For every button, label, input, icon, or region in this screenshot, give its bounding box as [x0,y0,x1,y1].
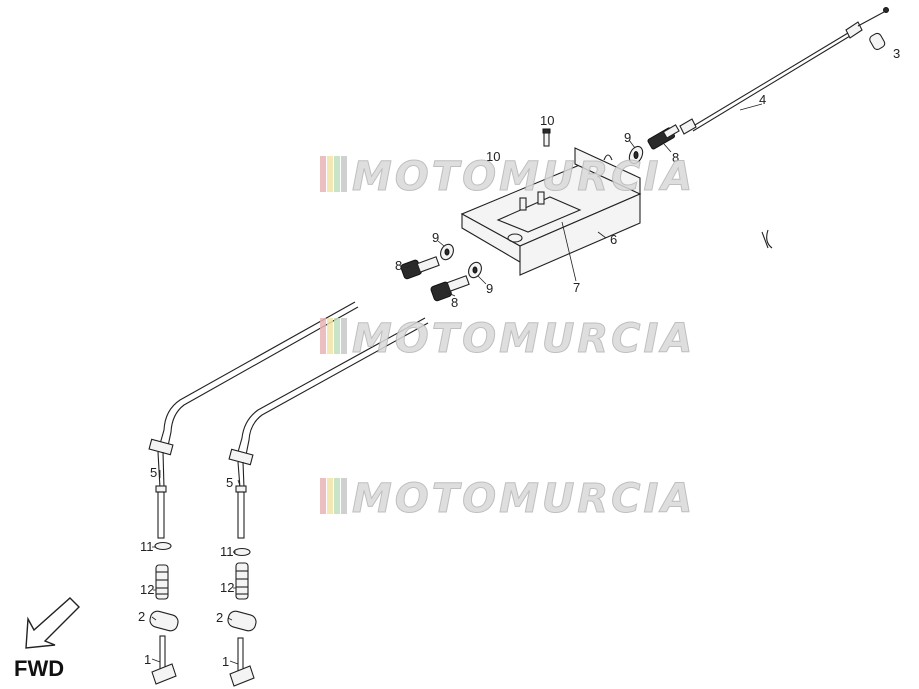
callout-9a: 9 [624,130,631,145]
callout-8b: 8 [395,258,402,273]
callout-labels: 3 4 10 9 8 10 6 7 9 8 9 8 5 5 11 11 12 1… [138,46,900,669]
cable-plate[interactable] [496,191,582,233]
callout-5a: 5 [150,465,157,480]
wing-screw-1-left[interactable] [151,635,177,685]
spring-12-left[interactable] [155,564,169,600]
callout-4: 4 [759,92,766,107]
cable-adjuster-left-lower[interactable] [430,275,470,302]
wing-screw-1-right[interactable] [229,637,255,687]
barrel-2-right[interactable] [226,610,257,633]
callout-2b: 2 [216,610,223,625]
throttle-cable-left[interactable] [148,301,359,539]
callout-1b: 1 [222,654,229,669]
callout-11a: 11 [140,539,154,554]
callout-1a: 1 [144,652,151,667]
watermark-2: MOTOMURCIA [320,316,695,363]
callout-5b: 5 [226,475,233,490]
callout-7: 7 [573,280,580,295]
callout-6: 6 [610,232,617,247]
cable-adjuster-left-upper[interactable] [400,256,440,280]
washer-upper[interactable] [627,144,645,165]
fwd-arrow-icon [25,597,80,649]
callout-2a: 2 [138,609,145,624]
callout-9c: 9 [486,281,493,296]
washer-left-lower[interactable] [466,260,484,280]
callout-12a: 12 [140,582,154,597]
spring-12-right[interactable] [235,562,249,600]
cable-end-cap[interactable] [868,32,886,51]
watermark-text: MOTOMURCIA [352,154,695,200]
screw-top[interactable] [542,128,551,147]
callout-10a: 10 [540,113,554,128]
callout-11b: 11 [220,544,234,559]
fwd-label: FWD [14,656,64,681]
callout-9b: 9 [432,230,439,245]
washer-11-right[interactable] [233,547,251,557]
watermark-3: MOTOMURCIA [320,476,695,523]
washer-left-upper[interactable] [438,242,456,262]
leader-lines [151,103,763,665]
washer-11-left[interactable] [154,541,172,551]
cable-adjuster-upper[interactable] [647,124,680,150]
callout-8a: 8 [672,150,679,165]
watermark-1: MOTOMURCIA [320,154,695,201]
throttle-cable-right[interactable] [228,317,429,539]
watermark-text: MOTOMURCIA [352,476,695,522]
barrel-2-left[interactable] [148,610,179,633]
callout-10b: 10 [486,149,500,164]
callout-3: 3 [893,46,900,61]
throttle-cable-upper[interactable] [679,7,889,135]
watermark-text: MOTOMURCIA [352,316,695,362]
callout-12b: 12 [220,580,234,595]
callout-8c: 8 [451,295,458,310]
